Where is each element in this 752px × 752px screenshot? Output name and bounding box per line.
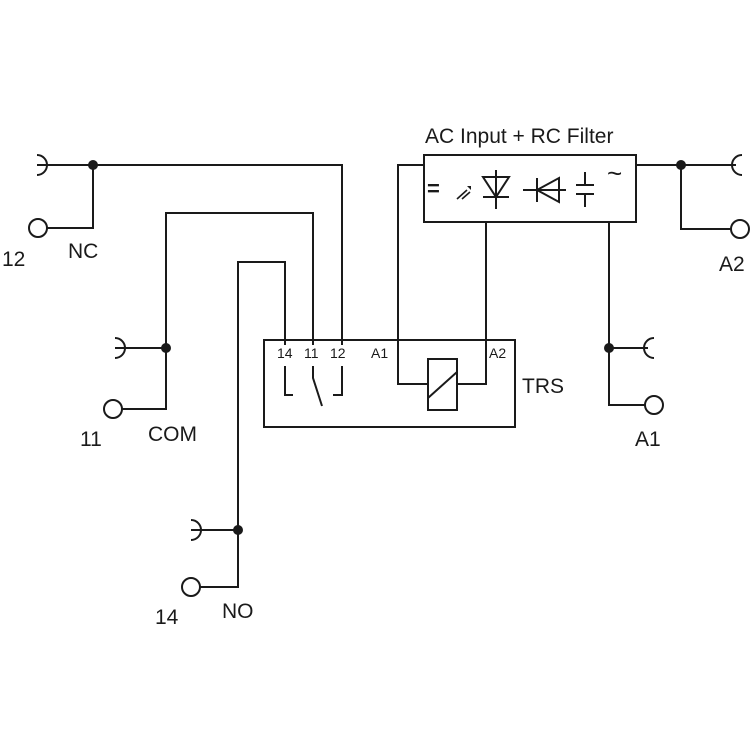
no-terminal-wire [200,530,239,588]
a1-terminal-wire [608,348,645,406]
nc-screw-terminal [28,218,48,238]
input-filter-module: AC Input + RC Filter = ~ [397,125,637,345]
nc-terminal-number: 12 [2,248,25,271]
com-screw-terminal [103,399,123,419]
a2-terminal-name: A2 [719,253,745,276]
contact-nc-leg [333,366,343,396]
capacitor-symbol [576,172,594,207]
ac-symbol: ~ [607,158,622,188]
relay-outline [263,339,516,428]
dc-symbol: = [427,176,440,201]
no-terminal-group: 14 NO [155,261,286,629]
a2-screw-terminal [730,219,750,239]
a2-terminal-group: A2 [636,154,750,276]
com-terminal-name: COM [148,423,197,446]
no-terminal-name: NO [222,600,254,623]
diode-symbol [523,176,566,204]
coil-a1-wire [397,345,428,385]
relay-pin-a1-label: A1 [371,345,388,361]
no-screw-terminal [181,577,201,597]
a2-terminal-wire [680,165,731,230]
relay-coil-diagonal [427,371,458,399]
no-to-pin14-wire [237,261,286,530]
module-to-a1-wire [397,164,424,345]
a1-terminal-name: A1 [635,428,661,451]
a1-plug-socket [643,337,655,359]
module-title: AC Input + RC Filter [425,125,613,148]
nc-terminal-wire [47,165,94,229]
relay-pin-a2-label: A2 [489,345,506,361]
relay-pin-11-label: 11 [304,345,319,361]
relay-block: 14 11 12 A1 A2 TRS [263,339,564,428]
nc-terminal-group: 12 NC [2,154,343,345]
relay-pin-12-label: 12 [330,345,346,361]
com-terminal-group: 11 COM [80,212,314,451]
nc-to-pin12-wire [93,164,343,345]
a1-screw-terminal [644,395,664,415]
nc-terminal-name: NC [68,240,98,263]
module-outline [423,154,637,223]
relay-label: TRS [522,375,564,398]
no-terminal-number: 14 [155,606,179,629]
contact-no-leg [284,366,293,396]
coil-a2-wire [457,345,487,385]
contact-com-blade [312,366,323,407]
relay-coil-symbol [427,358,458,411]
com-terminal-wire [122,348,167,410]
a2-plug-socket [731,154,743,176]
com-to-pin11-wire [165,212,314,348]
led-symbol [456,170,511,209]
relay-pin-14-label: 14 [277,345,293,361]
com-terminal-number: 11 [80,428,102,451]
a1-terminal-group: A1 [604,222,664,451]
